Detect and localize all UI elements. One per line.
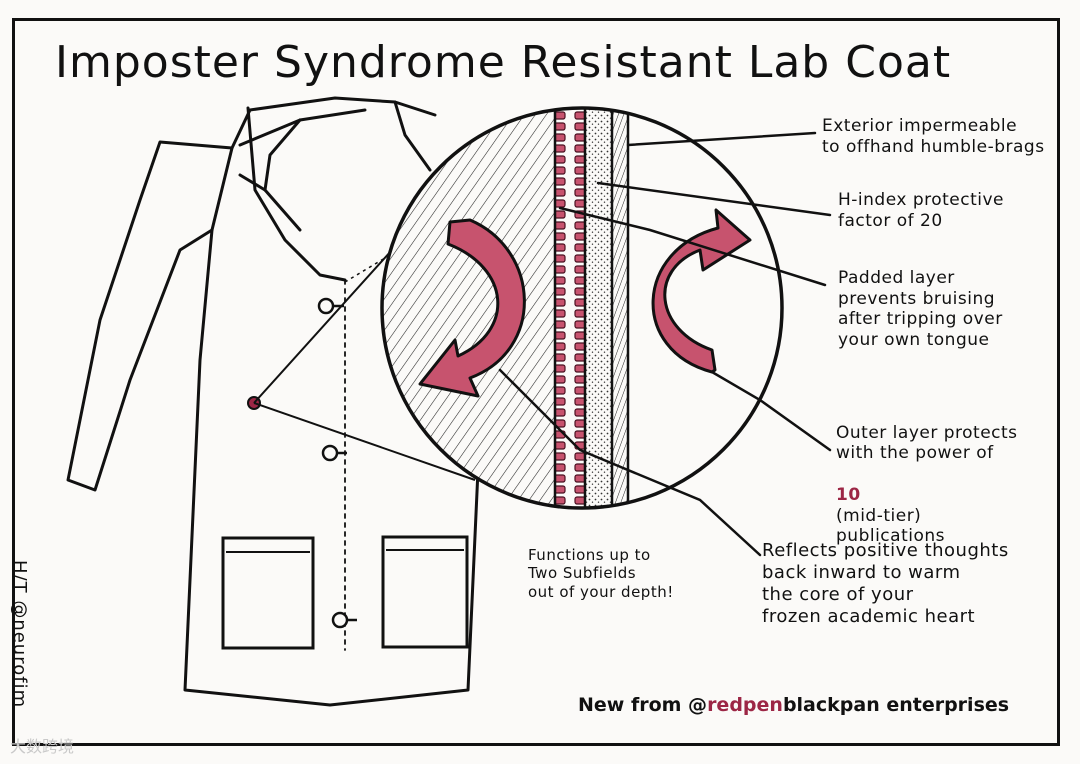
border-frame [12,18,1060,746]
coat-outline [66,96,480,707]
annotation-h-index: H-index protective factor of 20 [838,190,1005,231]
footer-credit: New from @redpenblackpan enterprises [578,694,1009,717]
reflect-arrow-right [651,208,752,374]
right-pocket [381,535,469,649]
annotation-outer-layer: Outer layer protects with the power of 1… [836,402,1018,547]
magnified-fabric-detail [382,108,782,508]
annotation-functions: Functions up to Two Subfields out of you… [528,546,674,601]
watermark-logo: 大数跨境 [10,733,74,757]
watermark-text: 大数跨境 [10,737,75,756]
left-pocket [221,536,315,650]
footer-red-word: redpen [707,694,783,716]
leader-lines [498,131,832,557]
annotation-outer-number: 10 [836,484,861,505]
footer-prefix: New from @ [578,694,708,716]
page-title: Imposter Syndrome Resistant Lab Coat [55,37,952,88]
annotation-outer-prefix: Outer layer protects with the power of [836,422,1018,464]
reflect-arrow-left [418,218,526,398]
annotation-exterior: Exterior impermeable to offhand humble-b… [822,116,1045,157]
annotation-outer-suffix: (mid-tier) publications [836,505,945,547]
coat-buttons [317,297,349,629]
credit-text: H/T @neurofim [9,560,30,709]
annotation-padded-layer: Padded layer prevents bruising after tri… [838,268,1003,351]
footer-black-word: blackpan enterprises [782,694,1010,716]
annotation-reflects: Reflects positive thoughts back inward t… [762,540,1009,627]
